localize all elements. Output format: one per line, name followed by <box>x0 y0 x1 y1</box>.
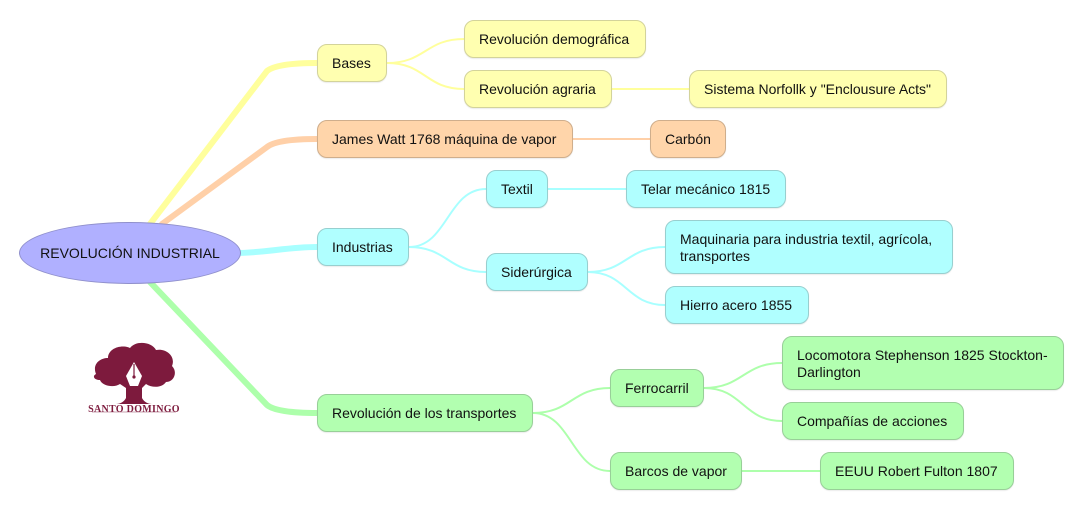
node-carbon[interactable]: Carbón <box>650 120 726 158</box>
node-maquinaria[interactable]: Maquinaria para industria textil, agríco… <box>665 220 953 274</box>
node-label: Carbón <box>665 130 711 147</box>
connector-industrias-siderurgica <box>408 246 487 273</box>
node-label: EEUU Robert Fulton 1807 <box>835 462 998 479</box>
node-revolucion-demografica[interactable]: Revolución demográfica <box>464 20 646 58</box>
connector-ferrocarril-companias <box>703 387 783 422</box>
node-james-watt[interactable]: James Watt 1768 máquina de vapor <box>317 120 573 158</box>
node-label: Bases <box>332 54 371 71</box>
connector-siderurgica-maquinaria <box>587 246 666 273</box>
connector-ferrocarril-locomotora <box>703 362 783 389</box>
connector-rev_transportes-ferrocarril <box>532 387 611 414</box>
node-companias-acciones[interactable]: Compañías de acciones <box>782 402 964 440</box>
root-node[interactable]: REVOLUCIÓN INDUSTRIAL <box>19 222 241 284</box>
connector-bases-rev_demografica <box>386 38 465 64</box>
node-locomotora-stephenson[interactable]: Locomotora Stephenson 1825 Stockton-Darl… <box>782 336 1064 390</box>
connector-root-industrias <box>232 244 320 256</box>
node-label: Hierro acero 1855 <box>680 296 793 313</box>
node-revolucion-agraria[interactable]: Revolución agraria <box>464 70 612 108</box>
node-label: Siderúrgica <box>501 263 572 280</box>
connector-root-bases <box>147 60 320 227</box>
node-sistema-norfolk[interactable]: Sistema Norfollk y "Enclousure Acts" <box>689 70 947 108</box>
connector-industrias-textil <box>408 188 487 248</box>
node-bases[interactable]: Bases <box>317 44 387 82</box>
node-robert-fulton[interactable]: EEUU Robert Fulton 1807 <box>820 452 1014 490</box>
node-hierro-acero[interactable]: Hierro acero 1855 <box>665 286 809 324</box>
root-label: REVOLUCIÓN INDUSTRIAL <box>40 245 220 261</box>
node-label: Textil <box>501 180 533 197</box>
node-label: Sistema Norfollk y "Enclousure Acts" <box>704 80 932 97</box>
node-label: Barcos de vapor <box>625 462 727 479</box>
node-label: James Watt 1768 máquina de vapor <box>332 130 557 147</box>
node-label: Telar mecánico 1815 <box>641 180 771 197</box>
connector-rev_transportes-barcos <box>532 412 611 472</box>
node-barcos-vapor[interactable]: Barcos de vapor <box>610 452 742 490</box>
node-label: Revolución agraria <box>479 80 596 97</box>
node-label: Maquinaria para industria textil, agríco… <box>680 231 933 264</box>
node-label: Locomotora Stephenson 1825 Stockton-Darl… <box>797 347 1048 380</box>
node-industrias[interactable]: Industrias <box>317 228 409 266</box>
node-telar-mecanico[interactable]: Telar mecánico 1815 <box>626 170 786 208</box>
node-textil[interactable]: Textil <box>486 170 548 208</box>
tree-pen-logo-icon <box>92 342 176 413</box>
node-revolucion-transportes[interactable]: Revolución de los transportes <box>317 394 533 432</box>
node-label: Ferrocarril <box>625 379 689 396</box>
node-label: Revolución demográfica <box>479 30 630 47</box>
node-label: Industrias <box>332 238 393 255</box>
logo-text: SANTO DOMINGO <box>88 404 180 415</box>
node-ferrocarril[interactable]: Ferrocarril <box>610 369 704 407</box>
node-label: Revolución de los transportes <box>332 404 517 421</box>
connector-siderurgica-hierro <box>587 271 666 306</box>
connector-root-rev_transportes <box>147 279 320 416</box>
connector-root-james_watt <box>159 136 320 227</box>
connector-bases-rev_agraria <box>386 62 465 90</box>
node-siderurgica[interactable]: Siderúrgica <box>486 253 588 291</box>
node-label: Compañías de acciones <box>797 412 948 429</box>
